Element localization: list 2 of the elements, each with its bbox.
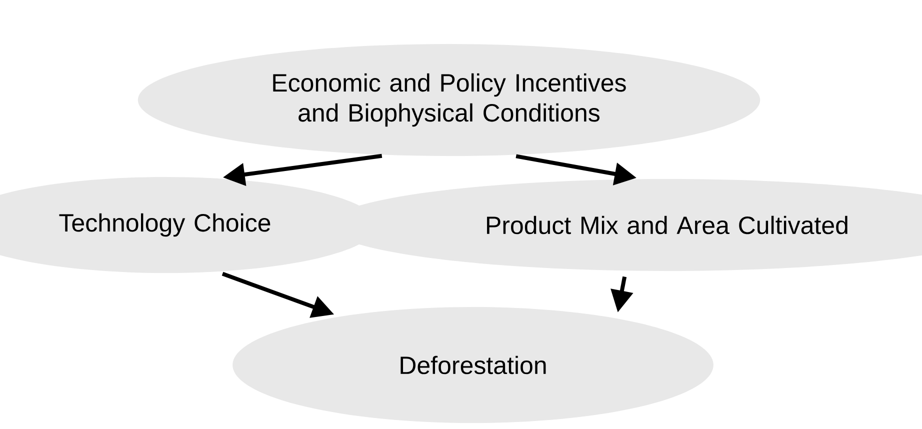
ellipse-node: Deforestation — [232, 307, 714, 423]
ellipse-node: Economic and Policy Incentives and Biophysical Conditions — [138, 44, 760, 156]
